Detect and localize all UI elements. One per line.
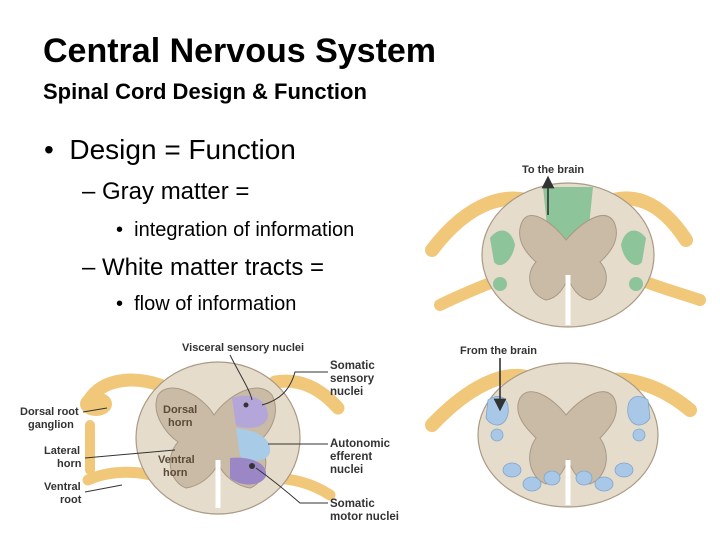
lateral-descending-left (485, 396, 509, 426)
autonomic-label-2: efferent (330, 451, 372, 463)
to-brain-label: To the brain (522, 164, 584, 176)
ascending-tracts-diagram: To the brain (425, 164, 706, 328)
from-brain-label: From the brain (460, 345, 537, 357)
ventral-root-leader-line (84, 484, 123, 493)
ventral-descending-2 (522, 476, 542, 492)
bullet-white-matter: – White matter tracts = (82, 254, 324, 282)
dorsal-root-leader-line (82, 407, 108, 413)
bullet-design: • Design = Function (44, 134, 296, 166)
bullet-dot-icon: • (116, 293, 135, 315)
ventral-descending-6 (614, 462, 634, 478)
ventral-root-label-1: Ventral (44, 481, 81, 493)
lateral-horn-label-1: Lateral (44, 445, 80, 457)
autonomic-label-1: Autonomic (330, 438, 391, 450)
dorsal-root-label-2: ganglion (28, 419, 74, 431)
autonomic-efferent-nuclei-region (236, 428, 271, 461)
dorsal-horn-label-1: Dorsal (163, 404, 197, 416)
lateral-descending-right (627, 396, 651, 426)
ventral-horn-label-1: Ventral (158, 454, 195, 466)
dorsal-horn-label-2: horn (168, 417, 193, 429)
visceral-sensory-label: Visceral sensory nuclei (182, 342, 304, 354)
bullet-gray-detail: • integration of information (116, 218, 354, 242)
ventral-root-label-2: root (60, 494, 82, 506)
bullet-dot-icon: • (116, 219, 135, 241)
bullet-gray-detail-text: integration of information (134, 219, 355, 241)
lateral-tract-left (490, 230, 515, 266)
bullet-gray-matter: – Gray matter = (82, 178, 249, 206)
bullet-gray-text: Gray matter = (102, 178, 250, 205)
ventral-tract-left (493, 277, 507, 291)
somatic-sensory-label-2: sensory (330, 373, 375, 385)
lateral-horn-label-2: horn (57, 458, 82, 470)
bullet-list: • Design = Function – Gray matter = • in… (44, 134, 354, 316)
dorsal-root-right-nerve-icon (268, 374, 345, 415)
somatic-motor-leader-line (255, 467, 328, 504)
dash-icon: – (82, 178, 103, 205)
somatic-motor-label-2: motor nuclei (330, 511, 399, 523)
slide-title: Central Nervous System (43, 32, 437, 70)
somatic-motor-nuclei-region (230, 457, 267, 485)
ventral-descending-5 (594, 476, 614, 492)
autonomic-label-3: nuclei (330, 464, 363, 476)
bullet-white-detail-text: flow of information (134, 293, 297, 315)
slide-subtitle: Spinal Cord Design & Function (43, 79, 367, 104)
bullet-white-detail: • flow of information (116, 292, 296, 316)
ventral-tract-right (629, 277, 643, 291)
somatic-motor-label-1: Somatic (330, 498, 375, 510)
bullet-design-text: Design = Function (69, 134, 296, 165)
bullet-white-text: White matter tracts = (102, 254, 325, 281)
dorsal-root-ganglion-icon (80, 392, 112, 416)
somatic-sensory-label-1: Somatic (330, 360, 375, 372)
ventral-descending-1 (502, 462, 522, 478)
ventral-descending-4 (575, 470, 593, 486)
ventral-descending-3 (543, 470, 561, 486)
nuclei-diagram: Dorsal horn Ventral horn Visceral sensor… (20, 342, 399, 523)
lateral-horn-leader-line (84, 449, 176, 459)
visceral-leader-line (229, 354, 253, 401)
bullet-dot-icon: • (44, 134, 70, 165)
somatic-sensory-label-3: nuclei (330, 386, 363, 398)
lateral-tract-right (621, 230, 646, 266)
somatic-sensory-leader-line (261, 371, 328, 406)
motor-dot-icon (249, 463, 255, 469)
gray-matter-bottom (517, 391, 617, 485)
descending-tracts-diagram: From the brain (425, 345, 697, 508)
somatic-sensory-nuclei-region (232, 395, 268, 428)
sensory-dot-icon (243, 402, 249, 408)
gray-matter-top (519, 215, 617, 301)
descending-small-left (490, 428, 504, 442)
dorsal-root-label-1: Dorsal root (20, 406, 79, 418)
dash-icon: – (82, 254, 103, 281)
ventral-horn-label-2: horn (163, 467, 188, 479)
descending-small-right (632, 428, 646, 442)
